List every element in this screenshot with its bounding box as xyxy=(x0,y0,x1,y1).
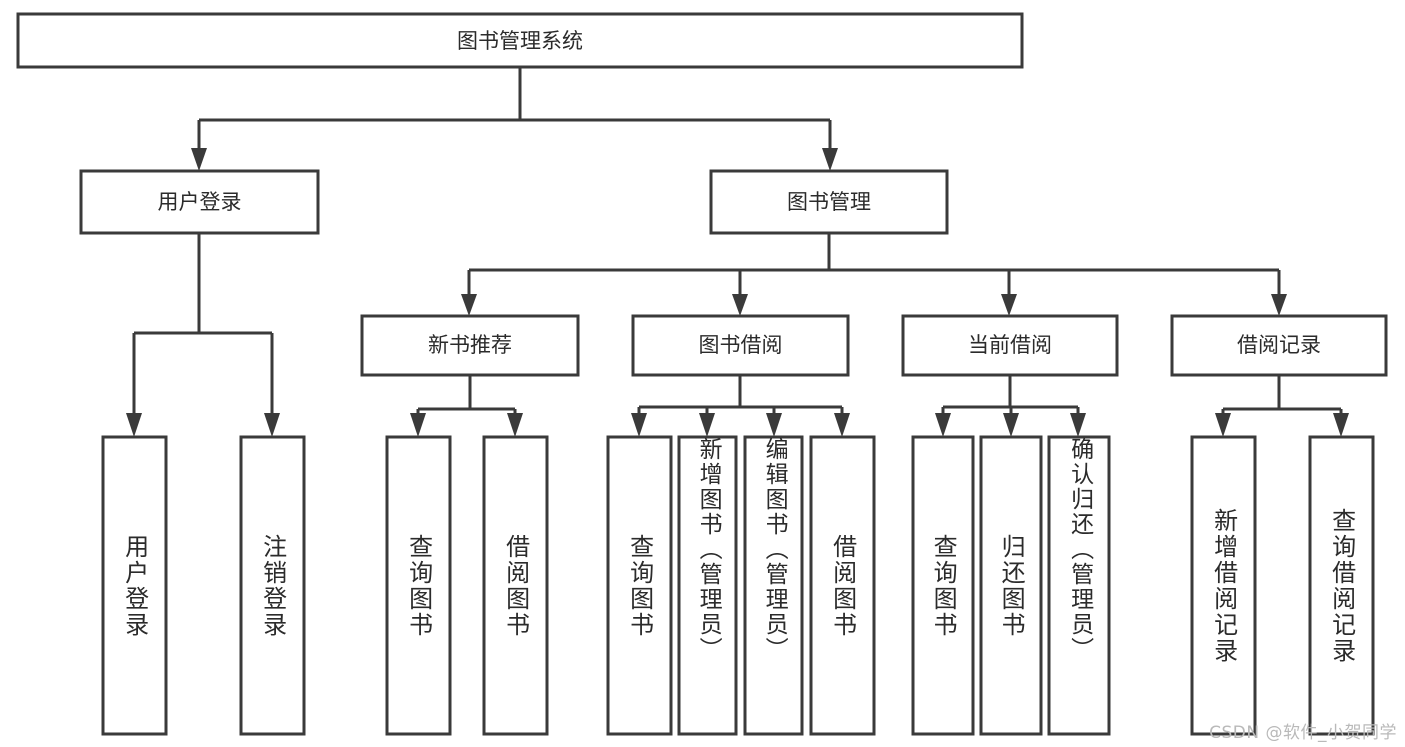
arrow-to-leaf-edit-book xyxy=(766,413,782,437)
arrow-to-leaf-add-book xyxy=(699,413,715,437)
node-book-borrow-box[interactable] xyxy=(631,314,850,377)
connector-new-book-rec-to-leaves xyxy=(410,375,523,437)
arrow-to-leaf-query-record xyxy=(1333,413,1349,437)
leaf-box-add-book[interactable] xyxy=(677,435,738,736)
arrow-to-user-login xyxy=(191,148,207,171)
node-book-manage[interactable]: 图书管理 xyxy=(709,169,949,235)
connector-user-login-to-leaves xyxy=(126,233,280,437)
leaf-box-logout[interactable] xyxy=(239,435,306,736)
node-new-book-rec[interactable]: 新书推荐 xyxy=(360,314,580,377)
arrow-to-leaf-query-book-3 xyxy=(935,413,951,437)
leaf-box-query-book-1[interactable] xyxy=(385,435,452,736)
node-borrow-record-box[interactable] xyxy=(1170,314,1388,377)
leaf-box-confirm-return[interactable] xyxy=(1047,435,1111,736)
connector-root-to-level2 xyxy=(191,67,838,171)
arrow-to-book-borrow xyxy=(732,294,748,316)
node-new-book-rec-label: 新书推荐 xyxy=(428,333,512,357)
leaf-boxes xyxy=(101,435,1375,736)
node-current-borrow-label: 当前借阅 xyxy=(968,333,1052,357)
csdn-watermark: CSDN @软件_小贺同学 xyxy=(1209,723,1397,743)
node-borrow-record-label: 借阅记录 xyxy=(1237,333,1321,357)
node-new-book-rec-box[interactable] xyxy=(360,314,580,377)
arrow-to-leaf-confirm-return xyxy=(1070,413,1086,437)
arrow-to-leaf-query-book-1 xyxy=(410,413,426,437)
node-borrow-record[interactable]: 借阅记录 xyxy=(1170,314,1388,377)
node-user-login[interactable]: 用户登录 xyxy=(79,169,320,235)
node-book-manage-label: 图书管理 xyxy=(787,190,871,214)
leaf-box-edit-book[interactable] xyxy=(743,435,804,736)
leaf-box-add-record[interactable] xyxy=(1190,435,1257,736)
arrow-to-leaf-add-record xyxy=(1215,413,1231,437)
connector-borrow-record-to-leaves xyxy=(1215,375,1349,437)
arrow-to-leaf-query-book-2 xyxy=(631,413,647,437)
arrow-to-leaf-logout xyxy=(264,413,280,437)
connector-current-borrow-to-leaves xyxy=(935,375,1086,437)
arrow-to-leaf-return-book xyxy=(1003,413,1019,437)
arrow-to-leaf-borrow-book-2 xyxy=(834,413,850,437)
node-root-label: 图书管理系统 xyxy=(457,29,583,53)
node-root-box[interactable] xyxy=(16,12,1024,69)
arrow-to-current-borrow xyxy=(1001,294,1017,316)
leaf-box-return-book[interactable] xyxy=(979,435,1043,736)
leaf-box-query-book-2[interactable] xyxy=(606,435,673,736)
connector-book-borrow-to-leaves xyxy=(631,375,850,437)
leaf-box-user-login[interactable] xyxy=(101,435,168,736)
arrow-to-new-book-rec xyxy=(461,294,477,316)
leaf-box-query-book-3[interactable] xyxy=(911,435,975,736)
arrow-to-leaf-borrow-book-1 xyxy=(507,413,523,437)
node-user-login-label: 用户登录 xyxy=(158,190,242,214)
leaf-box-query-record[interactable] xyxy=(1308,435,1375,736)
node-book-manage-box[interactable] xyxy=(709,169,949,235)
connector-book-manage-to-level3 xyxy=(461,233,1287,316)
leaf-box-borrow-book-1[interactable] xyxy=(482,435,549,736)
arrow-to-book-manage xyxy=(822,148,838,171)
node-book-borrow-label: 图书借阅 xyxy=(699,333,783,357)
arrow-to-leaf-user-login xyxy=(126,413,142,437)
node-current-borrow-box[interactable] xyxy=(901,314,1119,377)
node-root[interactable]: 图书管理系统 xyxy=(16,12,1024,69)
node-book-borrow[interactable]: 图书借阅 xyxy=(631,314,850,377)
node-current-borrow[interactable]: 当前借阅 xyxy=(901,314,1119,377)
leaf-box-borrow-book-2[interactable] xyxy=(809,435,876,736)
arrow-to-borrow-record xyxy=(1271,294,1287,316)
